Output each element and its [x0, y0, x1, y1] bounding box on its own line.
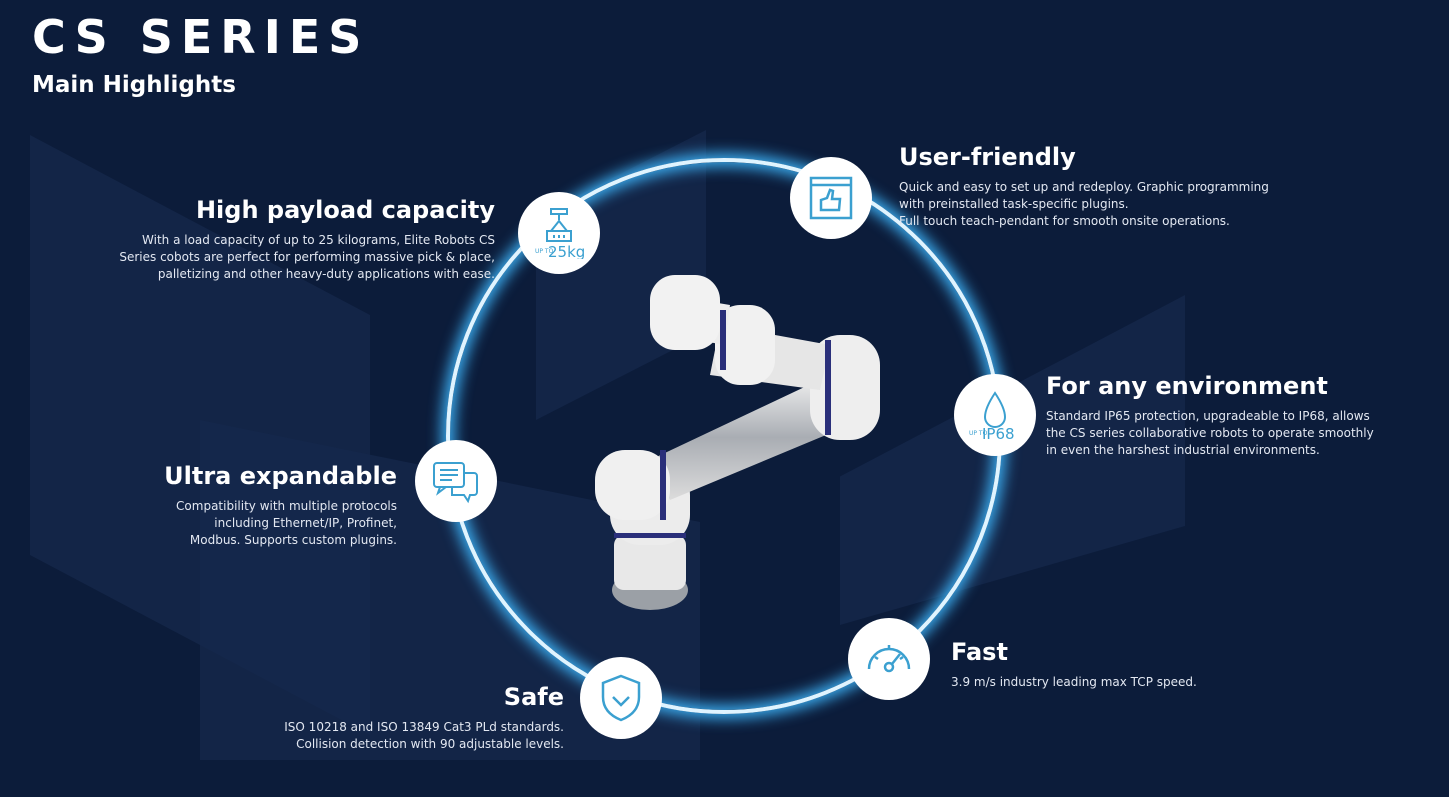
- shield-check-icon: [601, 674, 641, 722]
- feature-text: Compatibility with multiple protocols: [176, 499, 397, 513]
- feature-text: palletizing and other heavy-duty applica…: [157, 267, 495, 281]
- feature-title: Fast: [951, 638, 1008, 666]
- feature-text: the CS series collaborative robots to op…: [1046, 426, 1374, 440]
- feature-high-payload: High payload capacity With a load capaci…: [119, 196, 495, 283]
- feature-text: 3.9 m/s industry leading max TCP speed.: [951, 675, 1197, 689]
- svg-text:UP TO: UP TO: [535, 248, 554, 255]
- expandable-icon-badge: [415, 440, 497, 522]
- feature-text: Modbus. Supports custom plugins.: [189, 533, 397, 547]
- feature-text: Standard IP65 protection, upgradeable to…: [1046, 409, 1370, 423]
- page-subtitle: Main Highlights: [32, 72, 236, 98]
- feature-user-friendly: User-friendly Quick and easy to set up a…: [899, 143, 1269, 230]
- fast-icon-badge: [848, 618, 930, 700]
- user-friendly-icon-badge: [790, 157, 872, 239]
- speedometer-icon: [867, 645, 911, 673]
- chat-document-icon: [433, 462, 478, 504]
- feature-text: Series cobots are perfect for performing…: [119, 250, 495, 264]
- svg-text:25kg: 25kg: [548, 243, 585, 259]
- payload-icon-badge: UP TO 25kg: [518, 192, 600, 274]
- feature-title: High payload capacity: [195, 196, 495, 224]
- feature-title: For any environment: [1046, 372, 1328, 400]
- feature-text: in even the harshest industrial environm…: [1046, 443, 1320, 457]
- safe-icon-badge: [580, 657, 662, 739]
- feature-title: Ultra expandable: [164, 462, 397, 490]
- feature-text: including Ethernet/IP, Profinet,: [214, 516, 397, 530]
- feature-text: Quick and easy to set up and redeploy. G…: [899, 180, 1269, 194]
- feature-fast: Fast 3.9 m/s industry leading max TCP sp…: [951, 638, 1197, 691]
- svg-text:UP TO: UP TO: [969, 430, 988, 437]
- feature-safe: Safe ISO 10218 and ISO 13849 Cat3 PLd st…: [284, 683, 564, 753]
- crane-load-icon: UP TO 25kg: [535, 208, 585, 259]
- environment-icon-badge: UP TO IP68: [954, 374, 1036, 456]
- feature-ultra-expandable: Ultra expandable Compatibility with mult…: [164, 462, 397, 549]
- feature-environment: For any environment Standard IP65 protec…: [1046, 372, 1374, 459]
- thumbs-up-window-icon: [809, 176, 853, 220]
- feature-text: Full touch teach-pendant for smooth onsi…: [899, 214, 1230, 228]
- svg-text:IP68: IP68: [982, 425, 1015, 441]
- feature-text: with preinstalled task-specific plugins.: [899, 197, 1129, 211]
- feature-text: ISO 10218 and ISO 13849 Cat3 PLd standar…: [284, 720, 564, 734]
- water-drop-icon: UP TO IP68: [969, 391, 1015, 441]
- robot-arm-image: [595, 275, 880, 610]
- feature-text: Collision detection with 90 adjustable l…: [296, 737, 564, 751]
- feature-text: With a load capacity of up to 25 kilogra…: [142, 233, 495, 247]
- feature-title: Safe: [503, 683, 564, 711]
- feature-title: User-friendly: [899, 143, 1076, 171]
- page-title: CS SERIES: [32, 10, 370, 64]
